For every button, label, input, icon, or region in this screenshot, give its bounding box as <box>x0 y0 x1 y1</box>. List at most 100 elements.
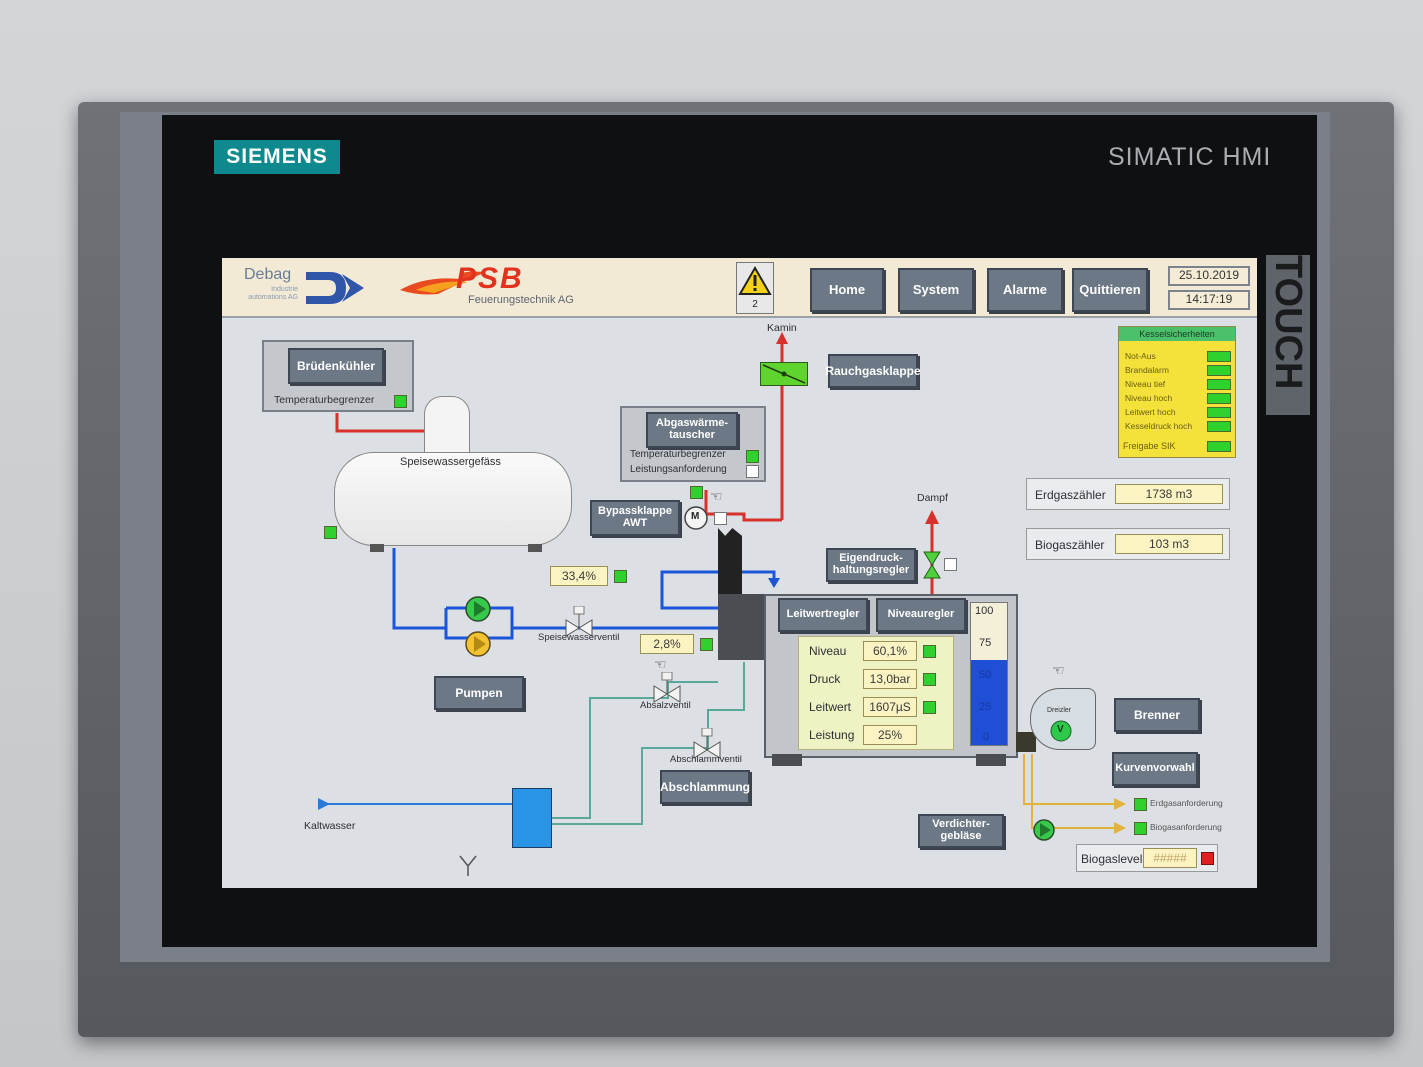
system-button[interactable]: System <box>898 268 974 312</box>
alarme-button[interactable]: Alarme <box>987 268 1063 312</box>
safety-kesseldruck-hoch-led <box>1207 421 1231 432</box>
druck-label: Druck <box>809 672 841 686</box>
flue-connector <box>718 594 764 660</box>
valve-icon[interactable] <box>692 728 722 762</box>
home-button[interactable]: Home <box>810 268 884 312</box>
level-gauge-fill <box>971 659 1007 745</box>
speisewasserventil-value: 2,8% <box>640 634 694 654</box>
boiler-values-panel: Niveau 60,1% Druck 13,0bar Leitwert 1607… <box>798 636 954 750</box>
kamin-label: Kamin <box>767 322 797 334</box>
absalzventil-label: Absalzventil <box>640 700 691 711</box>
leistung-value: 25% <box>863 725 917 745</box>
speisewasserventil-label: Speisewasserventil <box>538 632 620 643</box>
safety-freigabe-label: Freigabe SIK <box>1123 441 1176 451</box>
bypassklappe-button[interactable]: Bypassklappe AWT <box>590 500 680 536</box>
abgaswaermetauscher-button[interactable]: Abgaswärme-tauscher <box>646 412 738 448</box>
gauge-tick-0: 0 <box>983 731 990 743</box>
steam-valve-led <box>944 558 957 571</box>
niveau-value: 60,1% <box>863 641 917 661</box>
motor-state-led <box>714 512 727 525</box>
kesselsicherheiten-title: Kesselsicherheiten <box>1119 327 1235 341</box>
rauchgasklappe-button[interactable]: Rauchgasklappe <box>825 354 921 388</box>
awt-temperaturbegrenzer-label: Temperaturbegrenzer <box>630 449 726 460</box>
steam-valve-icon[interactable] <box>922 550 942 580</box>
gauge-tick-75: 75 <box>979 637 992 649</box>
niveauregler-button[interactable]: Niveauregler <box>876 598 966 632</box>
tank-level-led <box>324 526 337 539</box>
verdichtergeblaese-button[interactable]: Verdichter-gebläse <box>918 814 1004 848</box>
dreizler-burner[interactable]: Dreizler V <box>1030 688 1096 750</box>
pump-icon[interactable] <box>1032 818 1056 842</box>
leitwert-led <box>923 701 936 714</box>
damper-icon <box>762 364 806 384</box>
kaltwasser-label: Kaltwasser <box>304 820 356 832</box>
awt-leistungsanforderung-label: Leistungsanforderung <box>630 464 727 475</box>
level-gauge: 100 75 50 25 0 <box>970 602 1008 746</box>
erdgaszaehler-value: 1738 m3 <box>1115 484 1223 504</box>
gauge-tick-50: 50 <box>979 669 992 681</box>
abschlammung-button[interactable]: Abschlammung <box>660 770 750 804</box>
druck-led <box>923 673 936 686</box>
pump-icon[interactable] <box>464 595 492 623</box>
safety-niveau-hoch-label: Niveau hoch <box>1125 393 1173 403</box>
safety-not-aus-led <box>1207 351 1231 362</box>
biogaslevel-label: Biogaslevel <box>1081 852 1143 866</box>
eigendruckhaltungsregler-button[interactable]: Eigendruck-haltungsregler <box>826 548 916 582</box>
awt-leistungsanforderung-led <box>746 465 759 478</box>
psb-logo-subtext: Feuerungstechnik AG <box>468 294 574 306</box>
biogaslevel-value: ##### <box>1143 848 1197 868</box>
bypass-value: 33,4% <box>550 566 608 586</box>
drain-icon <box>459 855 477 876</box>
pump-icon[interactable] <box>464 630 492 658</box>
erdgasanforderung-label: Erdgasanforderung <box>1150 798 1223 808</box>
biogaszaehler-label: Biogaszähler <box>1035 538 1105 552</box>
alarm-indicator[interactable]: 2 <box>736 262 774 314</box>
erdgaszaehler-label: Erdgaszähler <box>1035 488 1106 502</box>
hand-icon[interactable]: ☜ <box>710 488 723 504</box>
temperaturbegrenzer-label: Temperaturbegrenzer <box>274 394 375 406</box>
flame-icon <box>400 271 486 295</box>
kurvenvorwahl-button[interactable]: Kurvenvorwahl <box>1112 752 1198 786</box>
safety-not-aus-label: Not-Aus <box>1125 351 1156 361</box>
debag-logo-mark <box>306 272 364 304</box>
bruedenkuehler-button[interactable]: Brüdenkühler <box>288 348 384 384</box>
niveau-led <box>923 645 936 658</box>
safety-leitwert-hoch-label: Leitwert hoch <box>1125 407 1176 417</box>
motor-label: M <box>691 511 700 522</box>
dreizler-label: Dreizler <box>1047 707 1072 714</box>
safety-brandalarm-led <box>1207 365 1231 376</box>
pumpen-button[interactable]: Pumpen <box>434 676 524 710</box>
biogasanforderung-led <box>1134 822 1147 835</box>
valve-icon[interactable] <box>564 606 594 640</box>
biogaszaehler-value: 103 m3 <box>1115 534 1223 554</box>
hand-icon[interactable]: ☜ <box>654 656 667 672</box>
debag-logo-text: Debag <box>244 266 292 283</box>
gauge-tick-25: 25 <box>979 701 992 713</box>
safety-brandalarm-label: Brandalarm <box>1125 365 1169 375</box>
valve-icon[interactable] <box>652 672 682 706</box>
psb-logo: PSB Feuerungstechnik AG <box>398 262 588 314</box>
hand-icon[interactable]: ☜ <box>1052 662 1065 678</box>
siemens-logo: SIEMENS <box>214 140 340 174</box>
leitwert-label: Leitwert <box>809 700 852 714</box>
brenner-button[interactable]: Brenner <box>1114 698 1200 732</box>
kesselsicherheiten-panel: Kesselsicherheiten Not-Aus Brandalarm Ni… <box>1118 326 1236 458</box>
temperaturbegrenzer-led <box>394 395 407 408</box>
safety-freigabe-led <box>1207 441 1231 452</box>
time-display: 14:17:19 <box>1168 290 1250 310</box>
date-display: 25.10.2019 <box>1168 266 1250 286</box>
biogaszaehler-panel: Biogaszähler 103 m3 <box>1026 528 1230 560</box>
quittieren-button[interactable]: Quittieren <box>1072 268 1148 312</box>
hmi-screen: Debag Industrie automations AG PSB Feuer… <box>222 258 1257 888</box>
alarm-count: 2 <box>752 299 758 310</box>
gauge-tick-100: 100 <box>975 605 994 617</box>
touch-label: TOUCH <box>1266 255 1310 415</box>
motor-icon[interactable] <box>683 505 709 531</box>
erdgaszaehler-panel: Erdgaszähler 1738 m3 <box>1026 478 1230 510</box>
leitwertregler-button[interactable]: Leitwertregler <box>778 598 868 632</box>
safety-niveau-tief-label: Niveau tief <box>1125 379 1166 389</box>
rauchgasklappe-damper[interactable] <box>760 362 808 386</box>
speisewassergefaess-tank <box>334 452 572 546</box>
niveau-label: Niveau <box>809 644 847 658</box>
vent-pipe <box>424 396 470 458</box>
